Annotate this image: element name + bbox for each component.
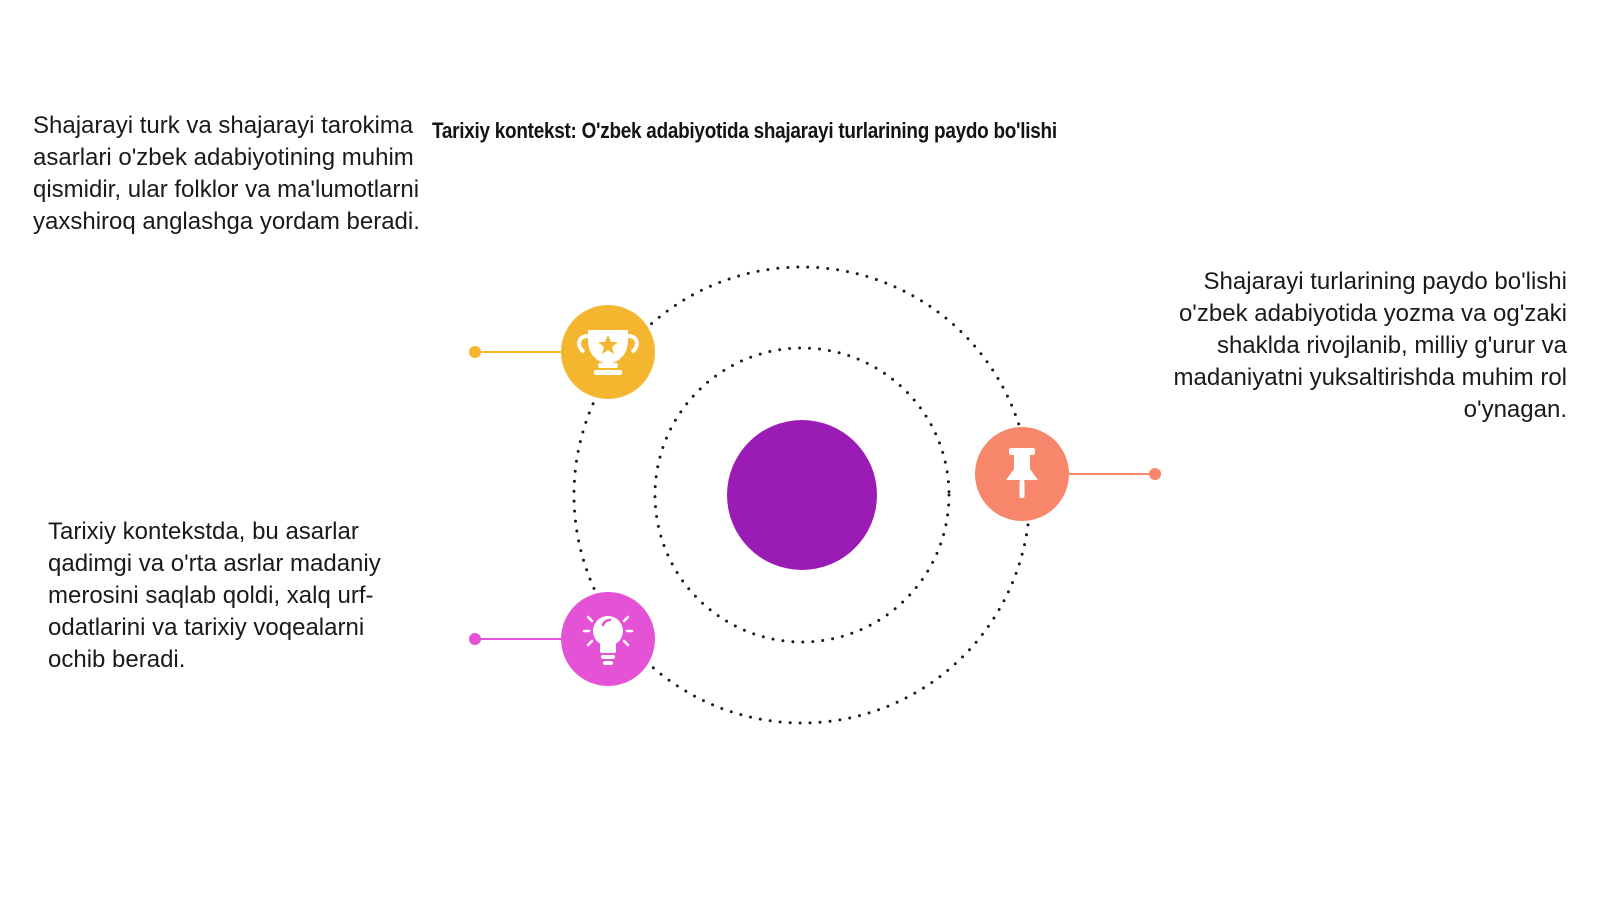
trophy-icon <box>577 330 639 375</box>
inner-orbit-ring <box>653 346 951 644</box>
connector-lightbulb <box>469 633 565 645</box>
text-block-pushpin: Shajarayi turlarining paydo bo'lishi o'z… <box>1173 268 1568 423</box>
center-circle <box>727 420 877 570</box>
node-lightbulb <box>561 592 655 686</box>
lightbulb-icon <box>582 615 634 665</box>
page-title: Tarixiy kontekst: O'zbek adabiyotida sha… <box>432 118 1057 143</box>
connector-pushpin <box>1068 468 1161 480</box>
node-pushpin <box>975 427 1069 521</box>
node-trophy <box>561 305 655 399</box>
text-block-lightbulb: Tarixiy kontekstda, bu asarlar qadimgi v… <box>48 518 381 673</box>
pushpin-icon <box>1006 448 1038 498</box>
connector-trophy <box>469 346 565 358</box>
text-block-trophy: Shajarayi turk va shajarayi tarokima asa… <box>33 112 420 235</box>
